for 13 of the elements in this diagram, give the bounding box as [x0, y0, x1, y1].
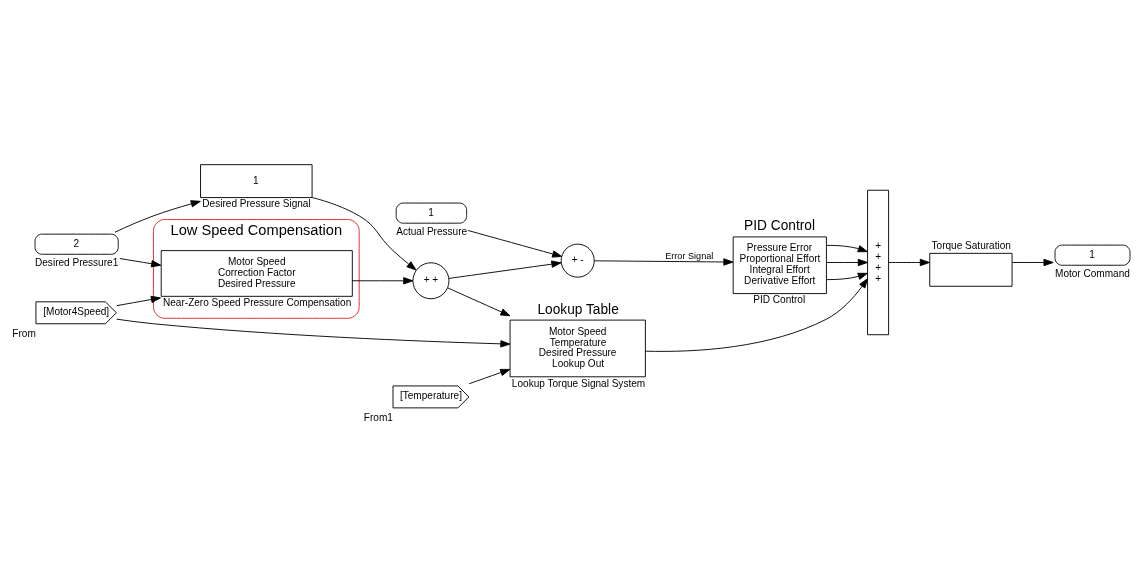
edge-label: Error Signal	[665, 250, 714, 261]
node-label: PID Control	[753, 293, 806, 305]
node-label: From1	[363, 411, 393, 423]
node-label: Desired Pressure Signal	[202, 197, 311, 209]
node-label: Desired Pressure1	[35, 256, 119, 268]
node-label: Lookup Torque Signal System	[511, 377, 646, 389]
node-label: From	[12, 327, 36, 339]
node-label: Lookup Table	[537, 301, 619, 317]
node-label: Near-Zero Speed Pressure Compensation	[163, 296, 352, 308]
node-label: Torque Saturation	[931, 239, 1011, 251]
node-label: PID Control	[744, 217, 815, 233]
node-label: Actual Pressure	[396, 225, 468, 237]
node-label: Motor Command	[1055, 267, 1130, 279]
